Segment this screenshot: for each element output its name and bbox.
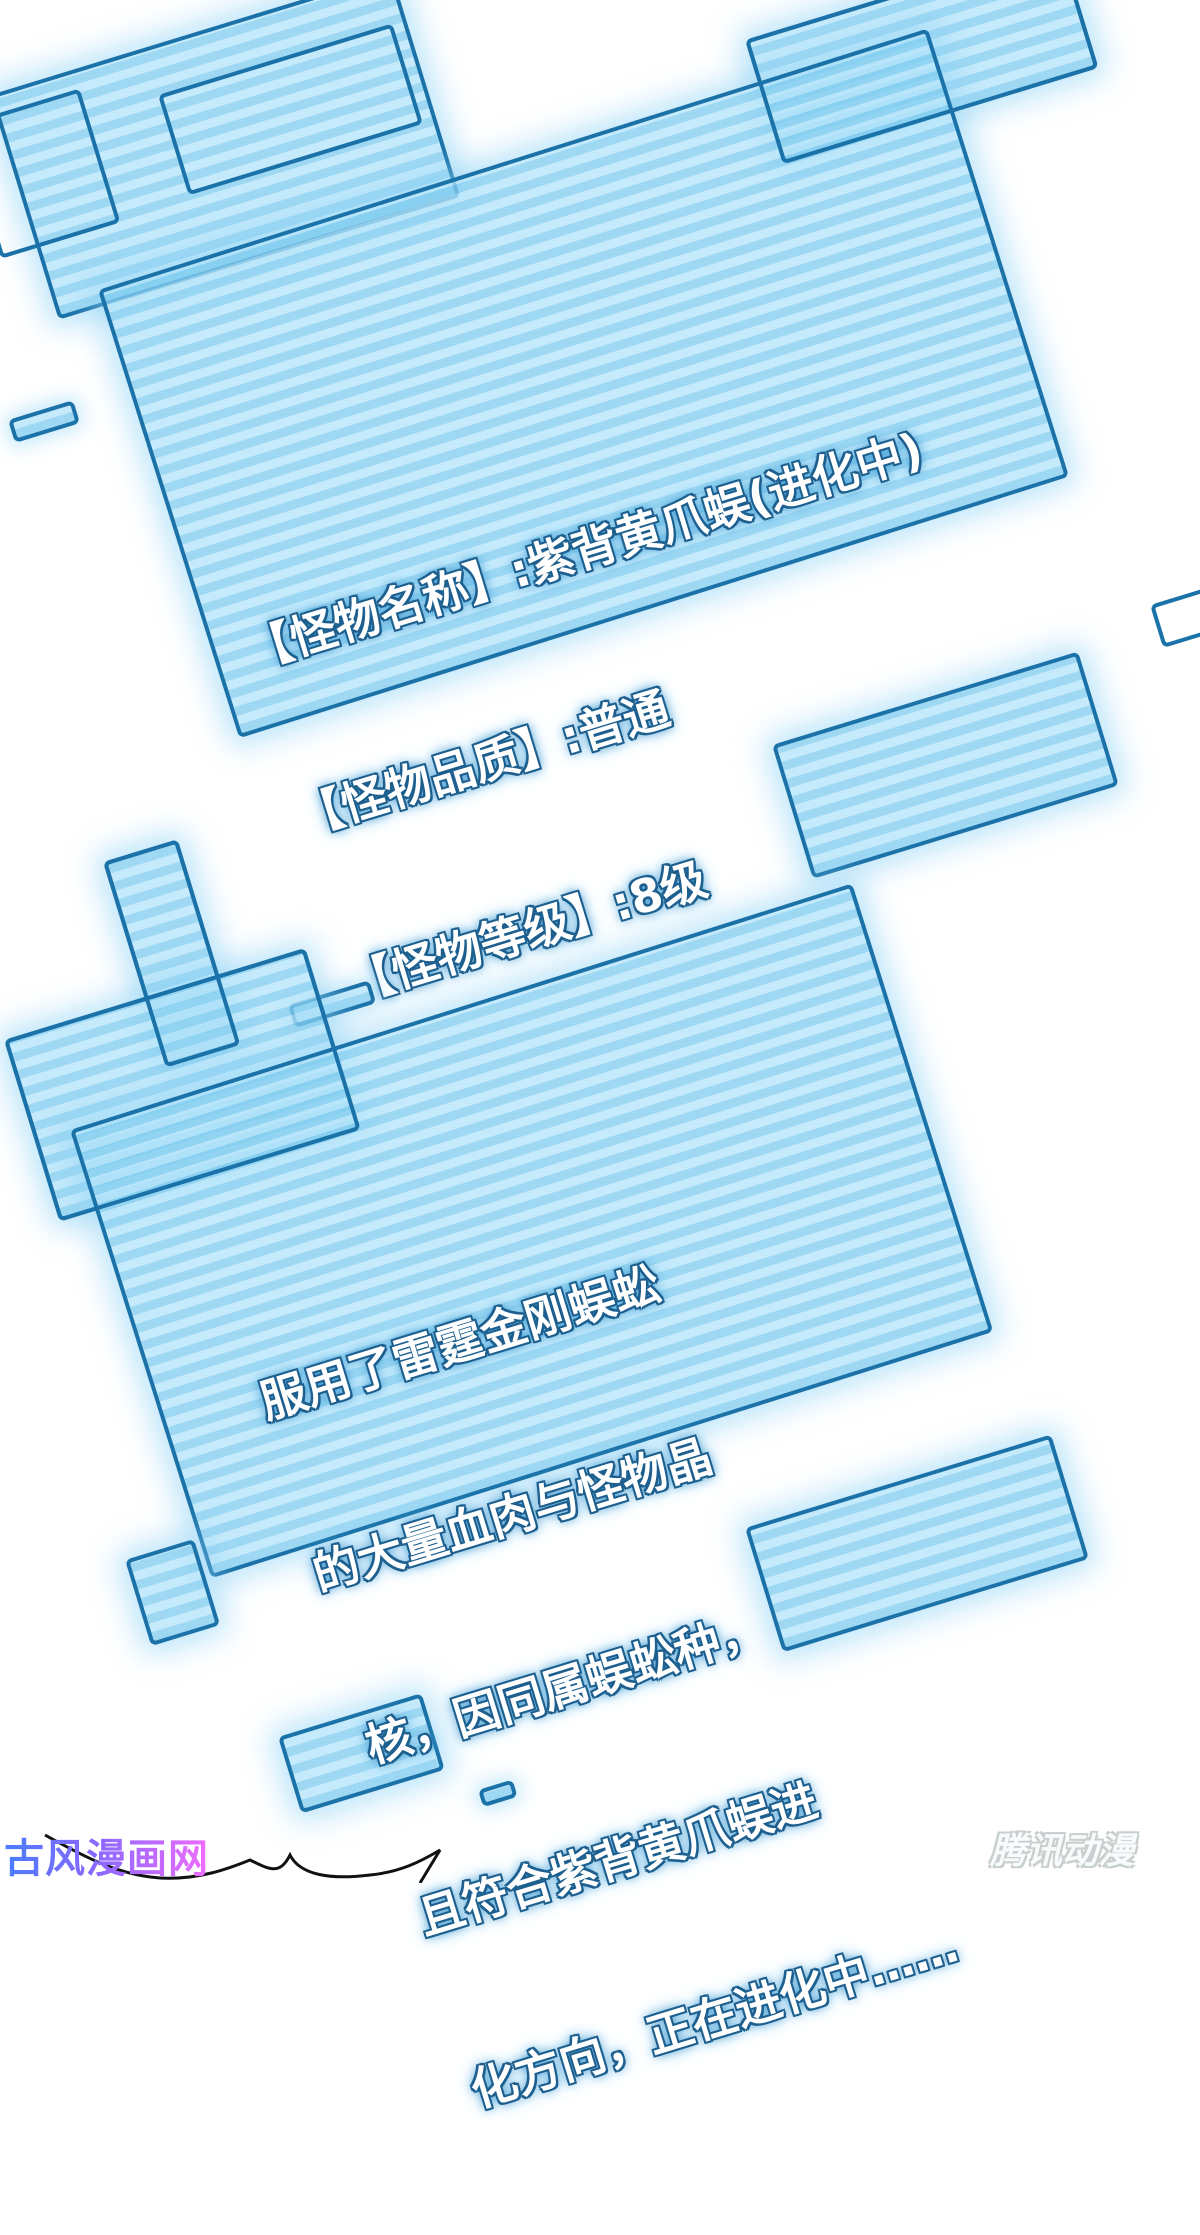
description-line-2: 的大量血肉与怪物晶	[306, 1428, 719, 1602]
watermark-left: 古风漫画网	[4, 1826, 209, 1884]
top-decor-bar-small	[8, 400, 81, 443]
comic-panel: 【怪物名称】:紫背黄爪蜈(进化中) 【怪物品质】:普通 【怪物等级】:8级 服用…	[0, 0, 1200, 2118]
speech-bubble-edge	[44, 1833, 442, 1883]
watermark-right: 腾讯动漫	[990, 1831, 1135, 1872]
description-line-3: 核，因同属蜈蚣种，	[359, 1600, 771, 1774]
description-line-5: 化方向，正在进化中……	[464, 1918, 965, 2118]
status-window-side-tab	[1150, 584, 1200, 649]
description-line-1: 服用了雷霆金刚蜈蚣	[253, 1256, 666, 1430]
